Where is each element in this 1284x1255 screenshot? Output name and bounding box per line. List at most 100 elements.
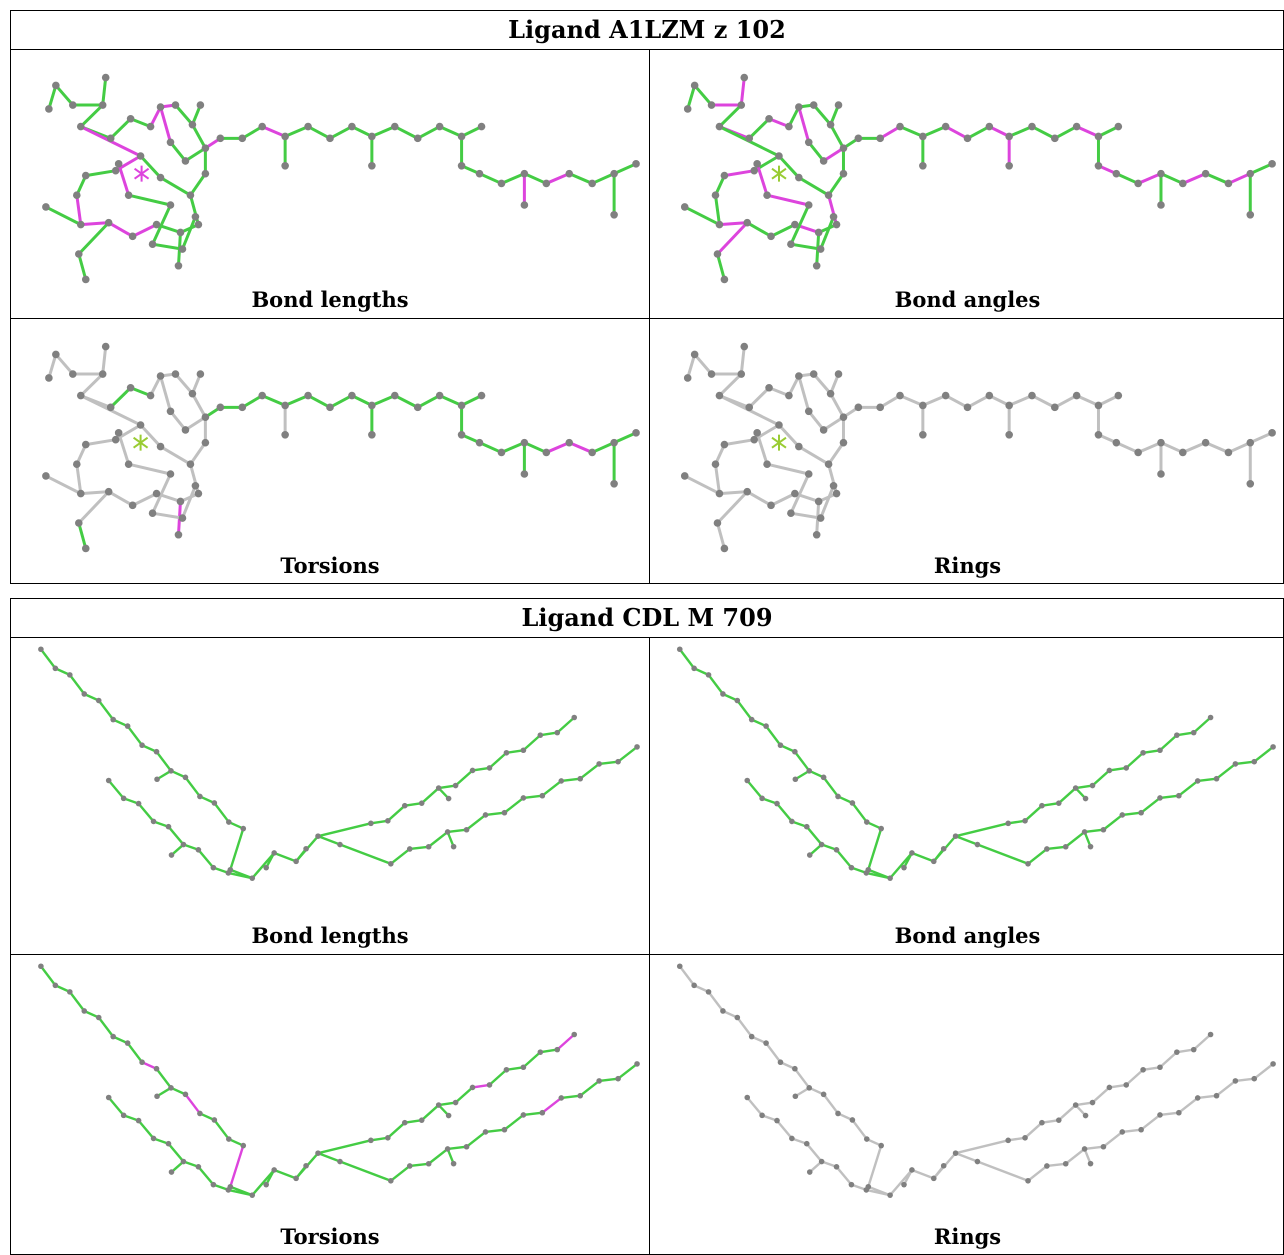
bond [568, 172, 593, 185]
atom [919, 132, 927, 141]
atom [705, 672, 712, 678]
bond [1008, 819, 1026, 825]
atom [1005, 401, 1013, 410]
atom [787, 509, 795, 517]
metal-center-icon [134, 165, 150, 182]
atom [1157, 169, 1165, 178]
bond [805, 1142, 823, 1163]
atom [210, 864, 217, 871]
bond [174, 104, 194, 126]
bond [387, 1121, 406, 1139]
atom [348, 391, 356, 400]
atom [1028, 391, 1036, 400]
atom [834, 101, 843, 109]
atom [691, 665, 697, 672]
atom [542, 448, 551, 457]
atom [691, 982, 697, 989]
atom [368, 820, 374, 827]
bond [478, 172, 503, 185]
atom [1025, 860, 1031, 867]
atom [174, 530, 183, 539]
bond [835, 849, 853, 869]
atom [1022, 818, 1028, 824]
bond [107, 779, 125, 800]
atom [227, 1183, 234, 1190]
bond [822, 146, 845, 163]
atom [848, 864, 855, 871]
atom [610, 169, 618, 178]
row-divider [11, 318, 1283, 319]
bond [503, 796, 525, 814]
atom [126, 114, 135, 123]
atom [196, 101, 205, 109]
bond [1031, 394, 1056, 409]
atom [38, 963, 44, 970]
atom [304, 391, 312, 400]
atom [690, 350, 699, 359]
bond [684, 205, 721, 226]
atom [785, 122, 793, 131]
bond [579, 1079, 600, 1097]
bond [790, 511, 821, 520]
bond [390, 848, 411, 865]
bond [716, 490, 749, 525]
atom [634, 744, 640, 750]
atom [1138, 1126, 1144, 1133]
atom [713, 250, 722, 258]
bond [317, 1139, 372, 1155]
bond [1159, 1051, 1178, 1069]
panel-rings: Rings [650, 319, 1284, 584]
bond [126, 725, 144, 746]
bond [47, 354, 58, 379]
atom [201, 438, 210, 447]
atom [81, 544, 90, 553]
molecule-diagram [42, 342, 640, 553]
atom [1112, 169, 1121, 178]
bond [748, 386, 771, 409]
atom [181, 426, 190, 434]
bond [152, 242, 183, 251]
atom [156, 372, 165, 380]
atom [168, 768, 174, 774]
bond [68, 991, 86, 1012]
atom [154, 1093, 160, 1100]
atom [816, 514, 825, 522]
bond [523, 441, 547, 454]
bond [1031, 125, 1056, 140]
atom [263, 864, 269, 871]
bond [1197, 1094, 1217, 1100]
atom [744, 1094, 751, 1101]
atom [178, 514, 187, 522]
bond [465, 1130, 487, 1148]
bond [184, 776, 201, 798]
atom [803, 823, 810, 830]
bond [540, 731, 558, 737]
atom [67, 672, 73, 678]
atom [72, 460, 81, 468]
atom [804, 138, 813, 147]
atom [1051, 134, 1059, 143]
bond [1122, 811, 1142, 817]
atom [720, 691, 726, 697]
bond [739, 77, 746, 106]
atom [315, 833, 321, 839]
bond [591, 441, 615, 454]
bond [1227, 441, 1251, 454]
atom [406, 1163, 413, 1169]
atom [878, 825, 884, 832]
atom [1251, 1075, 1258, 1082]
atom [1025, 1177, 1031, 1184]
atom [293, 858, 299, 865]
atom [558, 1095, 565, 1101]
bond [617, 1062, 638, 1080]
atom [748, 1033, 755, 1040]
bond [613, 431, 637, 445]
bond [746, 1096, 764, 1117]
bond [798, 176, 830, 197]
atom [194, 489, 203, 498]
bond [899, 125, 924, 138]
atom [1138, 809, 1144, 816]
bond [371, 125, 396, 138]
atom [210, 1181, 217, 1188]
atom [166, 407, 175, 416]
